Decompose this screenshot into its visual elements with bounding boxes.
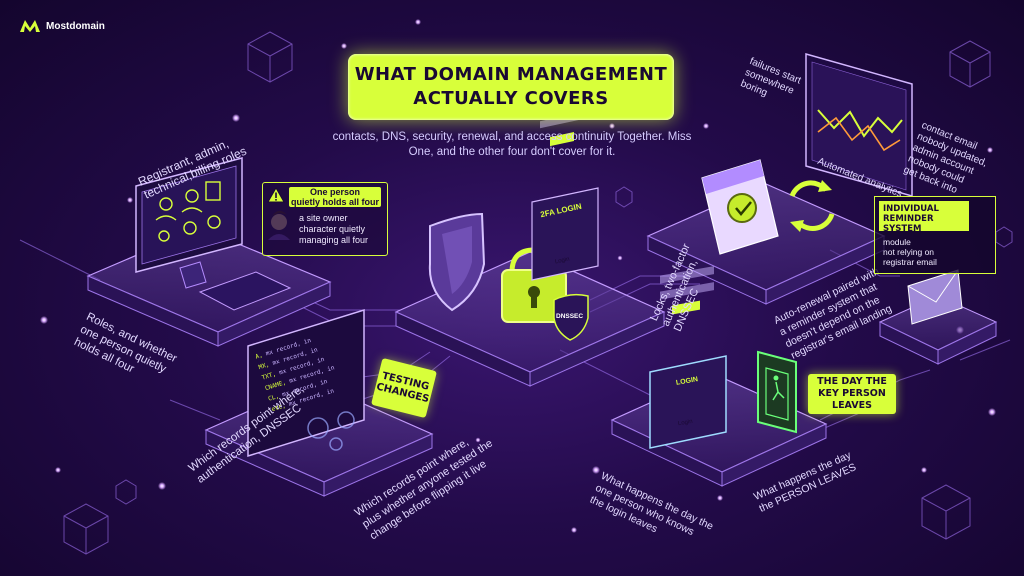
sparkles <box>40 19 996 533</box>
callout-reminder-title: INDIVIDUAL REMINDER SYSTEM <box>879 201 969 234</box>
platform-security <box>394 97 666 387</box>
callout-reminder-body: module not relying on registrar email <box>883 237 937 267</box>
callout-reminder: INDIVIDUAL REMINDER SYSTEM module not re… <box>874 196 996 274</box>
callout-one-person-title: One person quietly holds all four <box>289 187 381 207</box>
callout-one-person-body: a site owner character quietly managing … <box>299 213 369 245</box>
platform-dns <box>204 308 434 497</box>
brand-name: Mostdomain <box>46 20 105 32</box>
platform-login <box>610 266 828 487</box>
analytics-panel <box>805 53 913 197</box>
dns-record-type: A, <box>254 351 264 361</box>
platform-roles <box>86 157 332 347</box>
page-title: WHAT DOMAIN MANAGEMENT ACTUALLY COVERS <box>354 64 668 109</box>
platform-email <box>878 269 998 365</box>
dns-record-type: etc, <box>270 402 287 414</box>
callout-one-person: One person quietly holds all four a site… <box>262 182 388 256</box>
decor-cubes <box>63 31 1013 555</box>
callout-key-person-leaves: THE DAY THE KEY PERSON LEAVES <box>808 374 896 414</box>
dnssec-badge: DNSSEC <box>556 313 584 320</box>
brand-mark-icon <box>20 20 40 32</box>
page-subtitle: contacts, DNS, security, renewal, and ac… <box>332 131 692 158</box>
platform-renewal <box>646 159 886 305</box>
warning-icon <box>267 187 285 203</box>
title-banner: WHAT DOMAIN MANAGEMENT ACTUALLY COVERS <box>348 54 674 120</box>
brand-logo: Mostdomain <box>20 20 105 32</box>
